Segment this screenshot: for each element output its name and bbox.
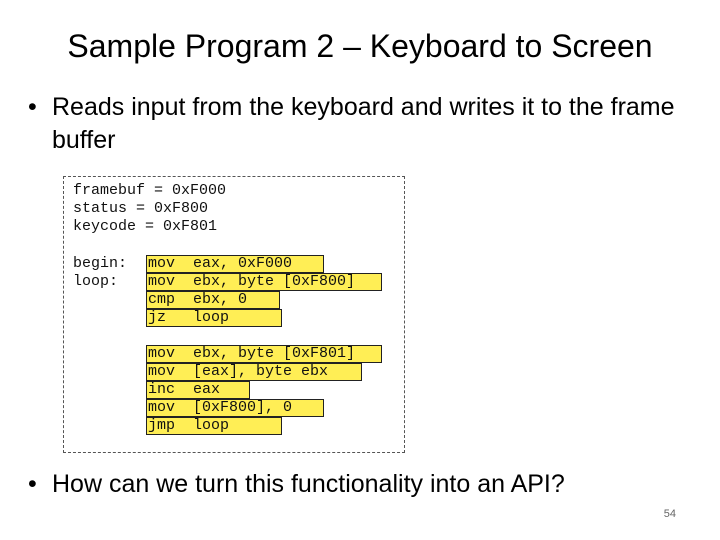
code-box — [63, 176, 405, 453]
code-highlight — [146, 345, 382, 363]
code-line-def: status = 0xF800 — [73, 200, 209, 217]
bullet-1-text: Reads input from the keyboard and writes… — [52, 93, 675, 154]
code-instruction: mov [eax], byte ebx — [148, 363, 329, 380]
bullet-dot: • — [28, 470, 37, 498]
code-label-loop: loop: — [73, 273, 119, 290]
code-instruction: cmp ebx, 0 — [148, 291, 248, 308]
code-highlight — [146, 381, 250, 399]
code-highlight — [146, 417, 282, 435]
code-highlight — [146, 309, 282, 327]
code-instruction: mov ebx, byte [0xF800] — [148, 273, 356, 290]
code-instruction: inc eax — [148, 381, 221, 398]
page-number: 54 — [663, 508, 676, 520]
code-label-begin: begin: — [73, 255, 128, 272]
code-highlight — [146, 291, 280, 309]
code-line-def: framebuf = 0xF000 — [73, 182, 227, 199]
bullet-1: • Reads input from the keyboard and writ… — [28, 91, 678, 157]
code-line-def: keycode = 0xF801 — [73, 218, 218, 235]
bullet-dot: • — [28, 93, 37, 121]
code-instruction: mov [0xF800], 0 — [148, 399, 293, 416]
bullet-2: • How can we turn this functionality int… — [28, 468, 708, 501]
code-highlight — [146, 273, 382, 291]
bullet-2-text: How can we turn this functionality into … — [52, 470, 565, 498]
code-instruction: jmp loop — [148, 417, 230, 434]
slide-title: Sample Program 2 – Keyboard to Screen — [67, 28, 653, 64]
code-highlight — [146, 363, 362, 381]
code-instruction: jz loop — [148, 309, 230, 326]
code-instruction: mov eax, 0xF000 — [148, 255, 293, 272]
code-instruction: mov ebx, byte [0xF801] — [148, 345, 356, 362]
code-highlight — [146, 399, 324, 417]
code-highlight — [146, 255, 324, 273]
